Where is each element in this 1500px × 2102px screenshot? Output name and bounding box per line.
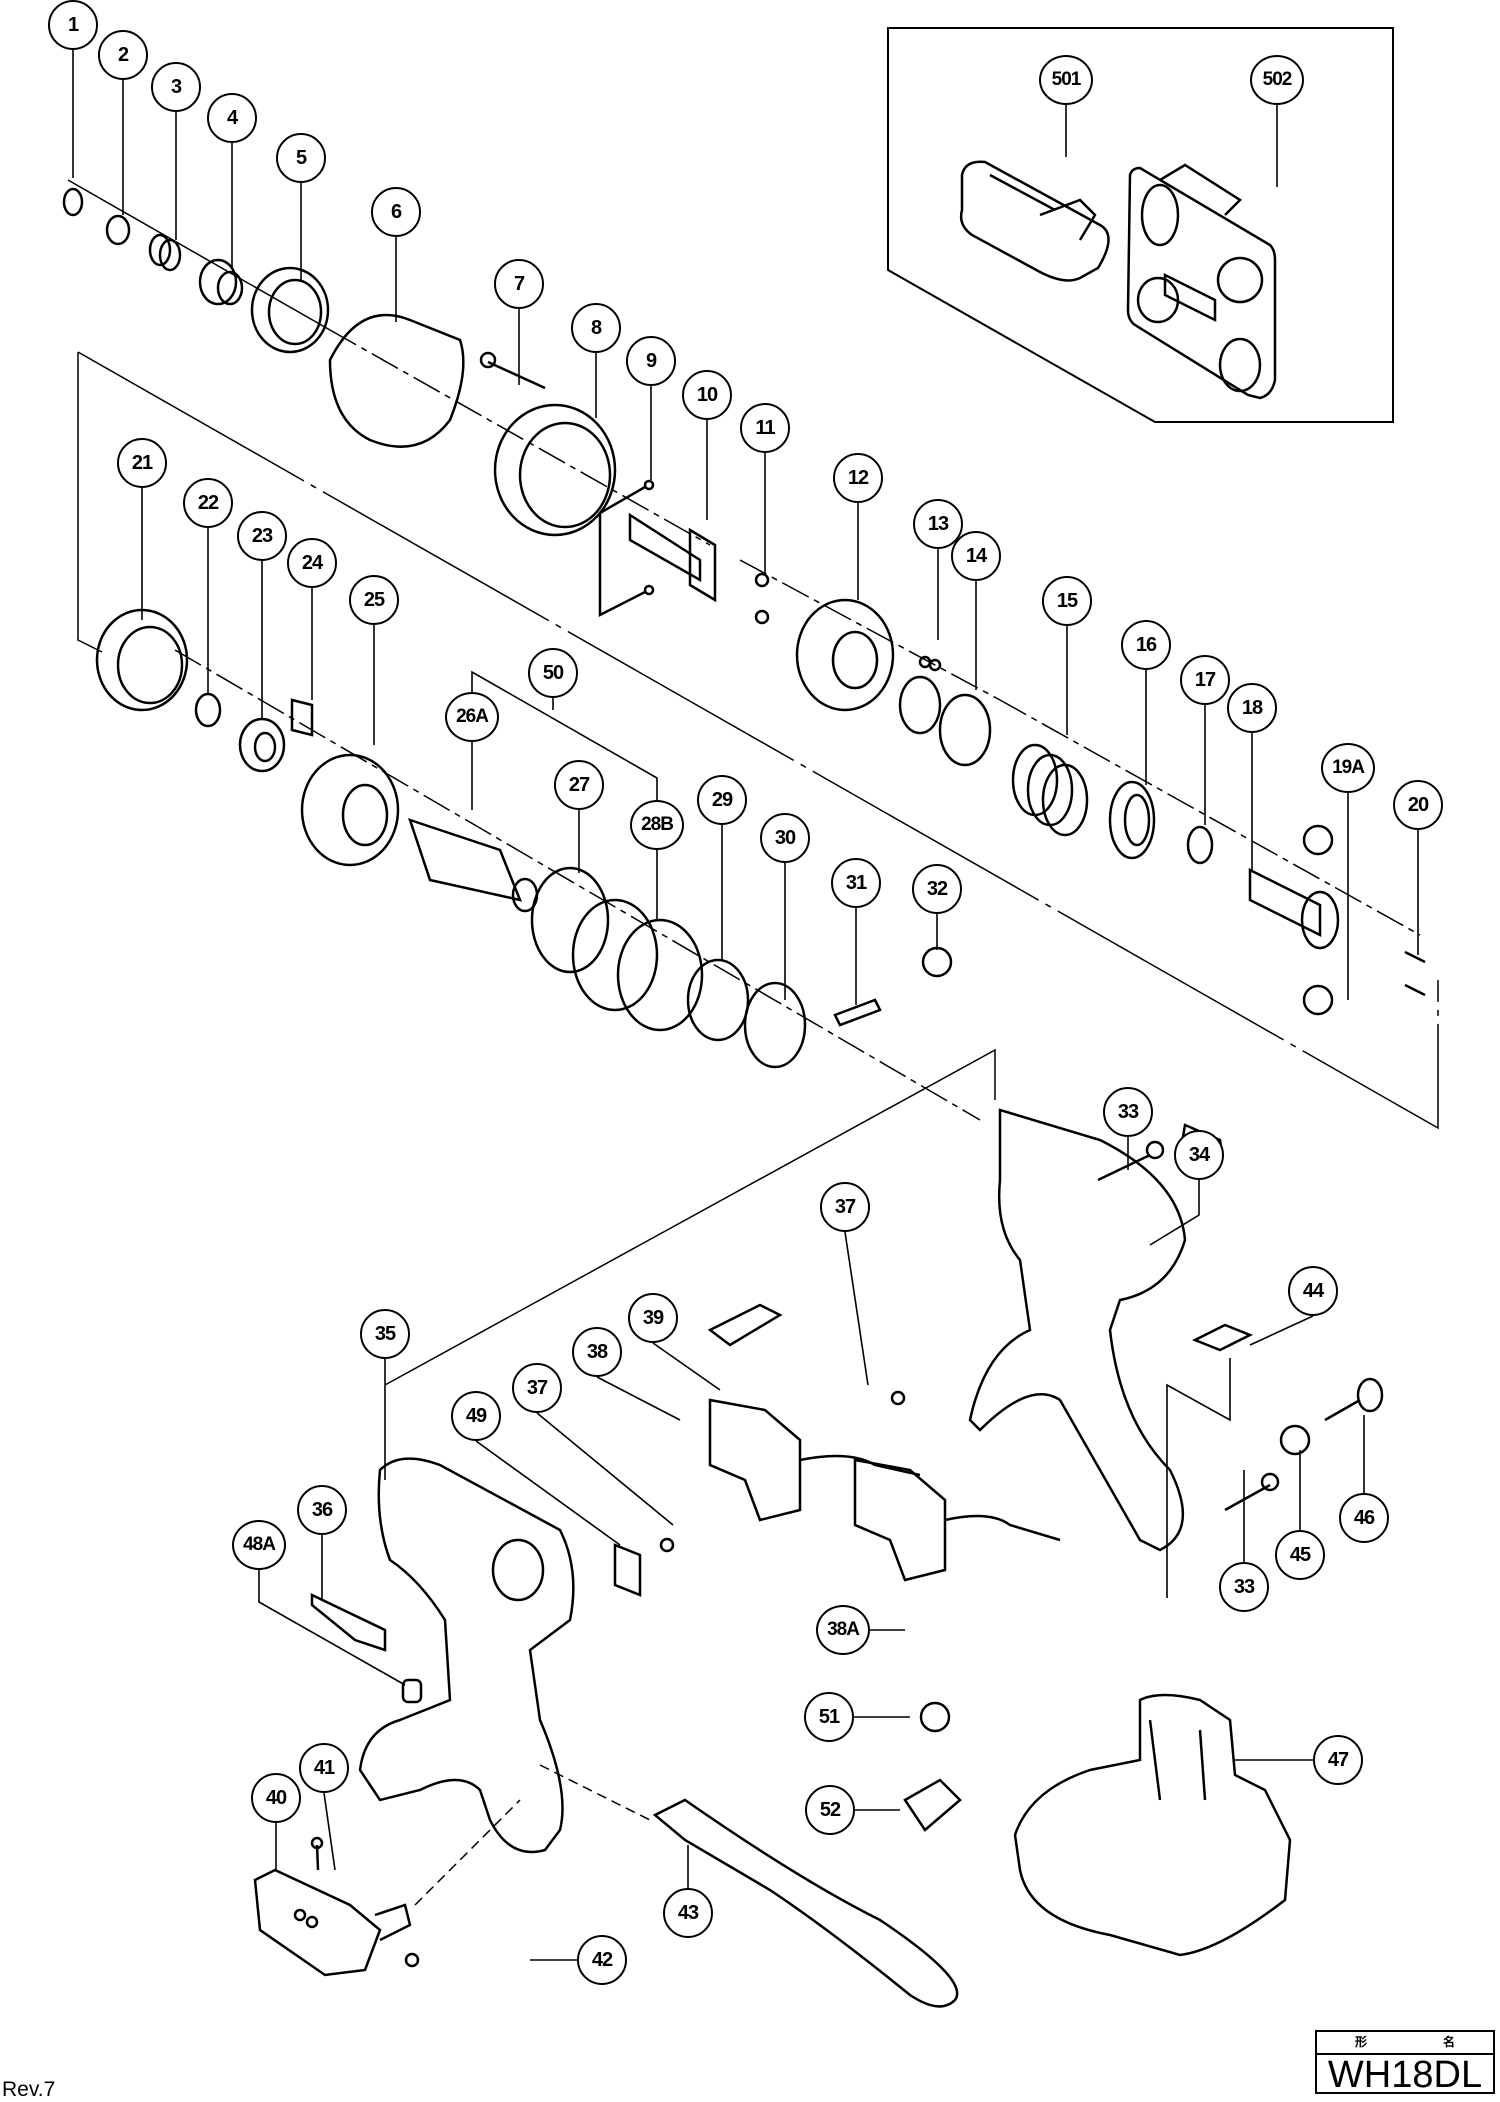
part-callout-28b[interactable]: 28B (630, 800, 684, 850)
part-callout-33[interactable]: 33 (1219, 1562, 1269, 1612)
part-callout-9[interactable]: 9 (626, 336, 676, 386)
part-callout-26a[interactable]: 26A (445, 692, 499, 742)
model-title-header: 形 名 (1317, 2032, 1493, 2055)
part-callout-23[interactable]: 23 (237, 511, 287, 561)
revision-label: Rev.7 (2, 2078, 56, 2101)
model-header-left: 形 (1354, 2035, 1367, 2049)
part-callout-33[interactable]: 33 (1103, 1087, 1153, 1137)
part-callout-35[interactable]: 35 (360, 1309, 410, 1359)
part-callout-42[interactable]: 42 (577, 1935, 627, 1985)
model-number: WH18DL (1327, 2054, 1483, 2096)
charger-drawing (959, 160, 1110, 282)
part-callout-38a[interactable]: 38A (816, 1605, 870, 1655)
upper-assembly-bracket (77, 352, 103, 653)
part-callout-8[interactable]: 8 (571, 303, 621, 353)
part-callout-31[interactable]: 31 (831, 858, 881, 908)
anvil-axis-line (329, 329, 1001, 701)
part-callout-14[interactable]: 14 (951, 531, 1001, 581)
part-callout-17[interactable]: 17 (1180, 655, 1230, 705)
part-callout-2[interactable]: 2 (98, 30, 148, 80)
motor-axis-line (174, 649, 981, 1121)
battery-drawing (1013, 1693, 1292, 1957)
part-drawings (62, 187, 1426, 2008)
part-callout-43[interactable]: 43 (663, 1888, 713, 1938)
part-callout-29[interactable]: 29 (697, 775, 747, 825)
part-callout-501[interactable]: 501 (1039, 55, 1093, 105)
accessory-inset-frame (887, 27, 1394, 423)
part-callout-37[interactable]: 37 (820, 1182, 870, 1232)
part-callout-41[interactable]: 41 (299, 1743, 349, 1793)
part-callout-50[interactable]: 50 (528, 648, 578, 698)
part-callout-1[interactable]: 1 (48, 0, 98, 50)
part-callout-24[interactable]: 24 (287, 538, 337, 588)
part-callout-12[interactable]: 12 (833, 453, 883, 503)
part-callout-18[interactable]: 18 (1227, 683, 1277, 733)
part-callout-32[interactable]: 32 (912, 864, 962, 914)
part-callout-11[interactable]: 11 (740, 403, 790, 453)
part-callout-51[interactable]: 51 (804, 1692, 854, 1742)
part-callout-38[interactable]: 38 (572, 1327, 622, 1377)
model-title-block: 形 名 WH18DL (1315, 2030, 1495, 2096)
part-callout-21[interactable]: 21 (117, 438, 167, 488)
part-callout-47[interactable]: 47 (1313, 1735, 1363, 1785)
part-callout-46[interactable]: 46 (1339, 1493, 1389, 1543)
part-callout-48a[interactable]: 48A (232, 1520, 286, 1570)
upper-assembly-line (77, 351, 1439, 1130)
part-callout-20[interactable]: 20 (1393, 780, 1443, 830)
model-header-right: 名 (1442, 2035, 1455, 2049)
part-callout-22[interactable]: 22 (183, 478, 233, 528)
part-callout-6[interactable]: 6 (371, 187, 421, 237)
part-callout-7[interactable]: 7 (494, 259, 544, 309)
part-callout-25[interactable]: 25 (349, 575, 399, 625)
part-callout-37[interactable]: 37 (512, 1363, 562, 1413)
part-callout-4[interactable]: 4 (207, 93, 257, 143)
part-callout-49[interactable]: 49 (451, 1391, 501, 1441)
part-callout-19a[interactable]: 19A (1321, 743, 1375, 793)
part-callout-15[interactable]: 15 (1042, 576, 1092, 626)
housing-left (358, 1457, 575, 1854)
part-callout-5[interactable]: 5 (276, 133, 326, 183)
part-callout-27[interactable]: 27 (554, 760, 604, 810)
carrying-case-drawing (1126, 163, 1277, 400)
part-callout-39[interactable]: 39 (628, 1293, 678, 1343)
spindle-axis-line (999, 699, 1421, 936)
part-callout-502[interactable]: 502 (1250, 55, 1304, 105)
leader-lines (72, 50, 1419, 1961)
front-axis-line (67, 179, 331, 331)
part-callout-16[interactable]: 16 (1121, 620, 1171, 670)
part-callout-44[interactable]: 44 (1288, 1266, 1338, 1316)
housing-right (968, 1108, 1187, 1552)
part-callout-13[interactable]: 13 (913, 499, 963, 549)
part-callout-10[interactable]: 10 (682, 370, 732, 420)
strap-drawing (652, 1798, 959, 2008)
part-callout-34[interactable]: 34 (1174, 1130, 1224, 1180)
part-callout-3[interactable]: 3 (151, 62, 201, 112)
part-callout-45[interactable]: 45 (1275, 1530, 1325, 1580)
handle-bracket-line (384, 1048, 996, 1386)
part-callout-52[interactable]: 52 (805, 1785, 855, 1835)
part-callout-30[interactable]: 30 (760, 813, 810, 863)
part-callout-36[interactable]: 36 (297, 1485, 347, 1535)
part-callout-40[interactable]: 40 (251, 1773, 301, 1823)
